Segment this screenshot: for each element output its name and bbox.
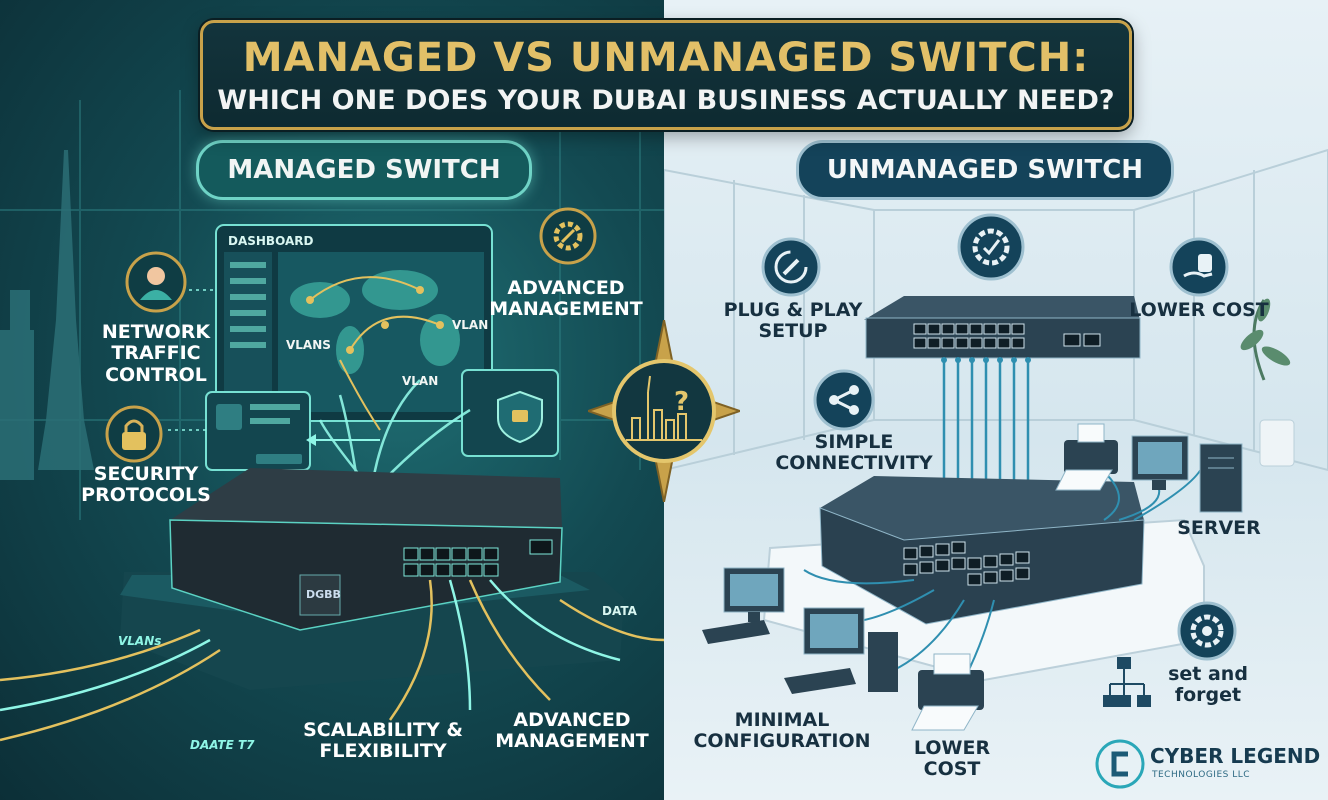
monitor-center <box>784 607 898 694</box>
title-line-2: WHICH ONE DOES YOUR DUBAI BUSINESS ACTUA… <box>217 85 1115 116</box>
map-label-vlan-2: VLAN <box>402 374 439 388</box>
title-line-1: MANAGED VS UNMANAGED SWITCH: <box>242 35 1090 81</box>
dashboard-window <box>215 224 493 431</box>
brand-sub: TECHNOLOGIES LLC <box>1152 770 1251 780</box>
printer-top <box>1055 423 1118 491</box>
map-label-vlan-1: VLAN <box>452 318 489 332</box>
label-scalability: SCALABILITY & FLEXIBILITY <box>303 719 463 763</box>
gear-check-icon <box>956 212 1026 282</box>
label-advanced-management-bottom: ADVANCED MANAGEMENT <box>495 709 649 753</box>
unmanaged-panel: PLUG & PLAY SETUP LOWER COST SIMPLE CONN… <box>664 0 1328 800</box>
label-minimal-configuration: MINIMAL CONFIGURATION <box>693 709 871 753</box>
svg-text:?: ? <box>674 387 689 417</box>
network-icon <box>1103 657 1151 707</box>
server-hand-icon <box>1168 236 1230 298</box>
lock-icon <box>104 404 164 464</box>
monitor-left <box>702 567 785 644</box>
compass-dubai-icon: ? <box>584 319 744 503</box>
managed-heading: MANAGED SWITCH <box>196 140 532 200</box>
label-security-protocols: SECURITY PROTOCOLS <box>81 463 211 507</box>
label-advanced-management-top: ADVANCED MANAGEMENT <box>489 277 643 321</box>
managed-panel: NETWORK TRAFFIC CONTROL SECURITY PROTOCO… <box>0 0 664 800</box>
brand-name: CYBER LEGEND <box>1150 744 1321 768</box>
label-plug-play: PLUG & PLAY SETUP <box>723 299 863 343</box>
label-set-and-forget: set and forget <box>1168 663 1248 707</box>
label-simple-connectivity: SIMPLE CONNECTIVITY <box>775 431 933 475</box>
server-tower <box>1199 443 1243 513</box>
label-network-traffic-control: NETWORK TRAFFIC CONTROL <box>101 321 211 386</box>
wrench-icon <box>760 236 822 298</box>
person-icon <box>124 250 188 314</box>
brand-mark-icon <box>1095 739 1145 789</box>
label-lower-cost-top: LOWER COST <box>1129 299 1269 321</box>
gear-wrench-icon <box>538 206 598 266</box>
monitor-right <box>1131 435 1189 490</box>
brand-logo: CYBER LEGEND TECHNOLOGIES LLC <box>1094 738 1324 790</box>
plant <box>1240 298 1295 467</box>
unmanaged-heading: UNMANAGED SWITCH <box>796 140 1174 200</box>
floor-label-daate: DAATE T7 <box>190 738 255 752</box>
device-badge: DGBB <box>306 588 341 601</box>
label-lower-cost-bottom: LOWER COST <box>913 737 991 781</box>
gear-icon <box>1176 600 1238 662</box>
managed-scene <box>0 90 664 742</box>
share-icon <box>812 368 876 432</box>
floor-label-data: DATA <box>602 604 637 618</box>
unmanaged-scene <box>664 148 1328 731</box>
title-banner: MANAGED VS UNMANAGED SWITCH: WHICH ONE D… <box>200 20 1132 130</box>
dashboard-label: DASHBOARD <box>228 234 314 248</box>
map-label-vlans: VLANS <box>286 338 331 352</box>
floor-label-vlans: VLANs <box>118 634 162 648</box>
label-server: SERVER <box>1177 517 1261 539</box>
printer-bottom <box>911 653 984 731</box>
